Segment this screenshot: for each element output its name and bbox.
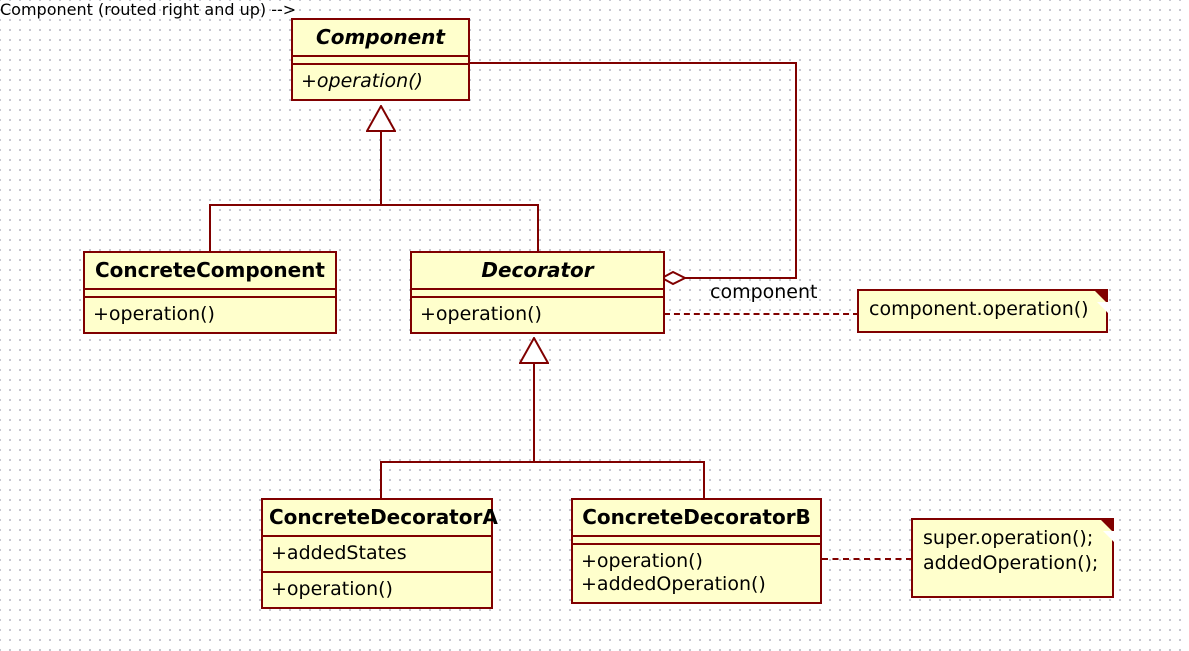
class-concretecomponent-attributes xyxy=(85,288,335,296)
class-concretedecoratora-attributes: +addedStates xyxy=(263,535,491,571)
note-fold-icon xyxy=(1093,289,1110,315)
generalization-drop-concretedecoratorb xyxy=(703,461,705,498)
generalization-stem-decorator xyxy=(533,362,535,463)
class-concretedecoratorb[interactable]: ConcreteDecoratorB +operation() +addedOp… xyxy=(571,498,822,605)
class-decorator-title: Decorator xyxy=(481,258,594,282)
note-fold-icon xyxy=(1099,518,1116,544)
aggregation-segment-bottom xyxy=(682,277,797,279)
note-connector-decorator xyxy=(664,313,859,315)
note-connector-concretedecoratorb xyxy=(822,558,912,560)
aggregation-segment-right xyxy=(795,62,797,278)
generalization-bar-bottom xyxy=(380,461,705,463)
note-concretedecoratorb-line-0: super.operation(); xyxy=(923,527,1094,549)
class-concretedecoratorb-operations: +operation() +addedOperation() xyxy=(573,543,820,602)
note-decorator-operation-line-0: component.operation() xyxy=(869,298,1089,320)
aggregation-diamond xyxy=(660,270,688,286)
class-concretedecoratora[interactable]: ConcreteDecoratorA +addedStates +operati… xyxy=(261,498,498,610)
generalization-drop-concretedecoratora xyxy=(380,461,382,498)
class-concretedecoratora-title: ConcreteDecoratorA xyxy=(269,505,498,529)
class-concretecomponent-operation-0: +operation() xyxy=(93,303,215,325)
class-concretedecoratora-operations: +operation() xyxy=(263,571,491,607)
class-component-operations: +operation() xyxy=(293,63,468,99)
generalization-stem-component xyxy=(380,130,382,206)
class-concretedecoratora-operation-0: +operation() xyxy=(271,578,393,601)
class-component-title: Component xyxy=(316,25,445,49)
class-component-attributes xyxy=(293,55,468,63)
generalization-bar-top xyxy=(209,204,539,206)
generalization-arrowhead-component xyxy=(366,105,396,132)
class-decorator[interactable]: Decorator +operation() xyxy=(410,251,665,335)
class-concretedecoratorb-operation-1: +addedOperation() xyxy=(581,573,766,596)
generalization-arrowhead-decorator xyxy=(519,337,549,364)
note-decorator-operation[interactable]: component.operation() xyxy=(857,289,1110,333)
class-decorator-attributes xyxy=(412,288,663,296)
aggregation-role-label: component xyxy=(710,281,818,303)
note-concretedecoratorb-operations[interactable]: super.operation(); addedOperation(); xyxy=(911,518,1116,598)
generalization-drop-concretecomponent xyxy=(209,204,211,251)
class-component[interactable]: Component +operation() xyxy=(291,18,470,102)
class-concretecomponent-operations: +operation() xyxy=(85,296,335,332)
class-concretedecoratorb-attributes xyxy=(573,535,820,543)
class-decorator-operation-0: +operation() xyxy=(420,303,542,325)
class-concretedecoratorb-operation-0: +operation() xyxy=(581,550,703,572)
class-concretedecoratora-attribute-0: +addedStates xyxy=(271,542,407,564)
note-concretedecoratorb-line-1: addedOperation(); xyxy=(923,551,1099,574)
class-decorator-operations: +operation() xyxy=(412,296,663,332)
class-concretecomponent-title: ConcreteComponent xyxy=(95,258,325,282)
generalization-drop-decorator xyxy=(537,204,539,251)
class-component-operation-0: +operation() xyxy=(301,70,423,92)
class-concretecomponent[interactable]: ConcreteComponent +operation() xyxy=(83,251,337,335)
aggregation-segment-top xyxy=(470,62,797,64)
class-concretedecoratorb-title: ConcreteDecoratorB xyxy=(582,505,811,529)
